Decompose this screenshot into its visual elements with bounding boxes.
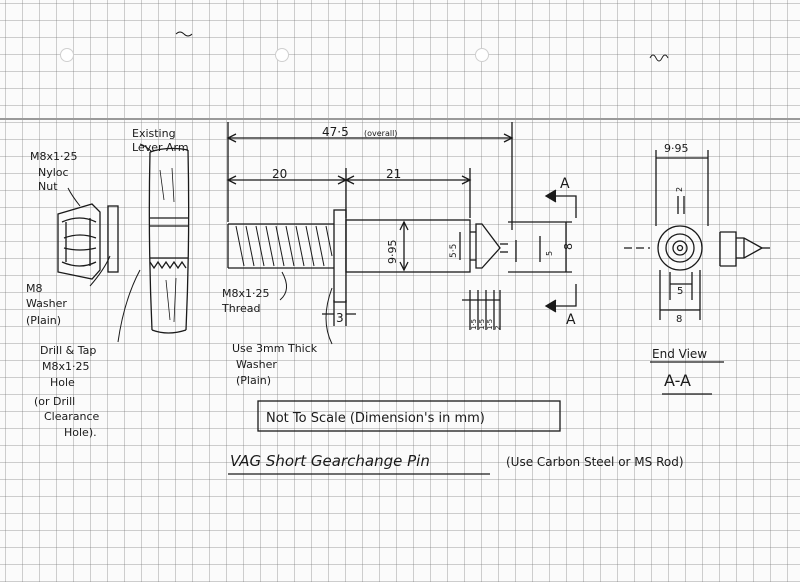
dim-tip-length: 1·5 — [486, 319, 494, 330]
dimension-thread-body — [226, 168, 472, 218]
label-thick-washer: Use 3mm Thick — [232, 342, 318, 355]
section-label: A-A — [664, 371, 691, 390]
label-drill: (or Drill — [34, 395, 75, 408]
dimension-overall — [226, 122, 514, 230]
label-washer: Washer — [26, 297, 67, 310]
threaded-section — [227, 223, 334, 269]
pin-tip — [470, 223, 508, 269]
dim-washer-thk: 3 — [336, 311, 344, 325]
dim-tip-length: 2 — [494, 326, 502, 330]
punch-hole — [275, 48, 289, 62]
label-thread: Thread — [221, 302, 260, 315]
section-arrow-top — [544, 189, 577, 218]
note-box — [257, 400, 561, 432]
end-view — [655, 150, 770, 320]
drawing-title: VAG Short Gearchange Pin — [230, 452, 430, 470]
punch-hole — [60, 48, 74, 62]
label-thick-washer: (Plain) — [236, 374, 271, 387]
end-view-label: End View — [652, 347, 707, 361]
margin-line — [0, 118, 800, 120]
dim-end-5: 5 — [677, 286, 683, 297]
label-washer: (Plain) — [26, 314, 61, 327]
lever-arm — [148, 147, 190, 334]
label-drill: Clearance — [44, 410, 100, 423]
label-thread: M8x1·25 — [222, 287, 270, 300]
label-nut: Nut — [38, 180, 58, 193]
pin-body — [345, 219, 471, 273]
dim-tip-length: 1·5 — [470, 319, 478, 330]
dim-body-len: 21 — [386, 167, 401, 181]
label-lever: Existing — [132, 127, 176, 140]
dim-end-dia: 9·95 — [664, 142, 689, 155]
section-arrow-bottom — [544, 284, 577, 313]
label-thick-washer: Washer — [236, 358, 277, 371]
label-drill: Hole). — [64, 426, 97, 439]
thick-washer — [333, 209, 347, 303]
dim-overall-note: (overall) — [364, 129, 397, 138]
dim-end-8: 8 — [676, 314, 682, 325]
label-washer: M8 — [26, 282, 43, 295]
dim-end-small: 2 — [675, 187, 684, 192]
m8-washer — [107, 205, 119, 273]
dim-body-dia: 9·95 — [386, 240, 399, 265]
label-drill: Drill & Tap — [40, 344, 96, 357]
label-nut: M8x1·25 — [30, 150, 78, 163]
label-drill: Hole — [50, 376, 75, 389]
punch-hole — [475, 48, 489, 62]
label-drill: M8x1·25 — [42, 360, 90, 373]
section-marker-top: A — [560, 176, 570, 192]
section-marker-bottom: A — [566, 312, 576, 328]
dim-overall: 47·5 — [322, 125, 349, 139]
dim-tip-length: 1·5 — [478, 319, 486, 330]
label-lever: Lever Arm — [132, 141, 189, 154]
label-nut: Nyloc — [38, 166, 69, 179]
nyloc-nut — [57, 203, 101, 280]
scale-note: Not To Scale (Dimension's in mm) — [266, 411, 485, 426]
material-note: (Use Carbon Steel or MS Rod) — [506, 455, 684, 469]
dim-thread-len: 20 — [272, 167, 287, 181]
dim-groove-dia: 5 — [545, 251, 554, 256]
dim-tip-dia: 8 — [562, 243, 575, 250]
dim-neck-dia: 5·5 — [449, 244, 459, 258]
